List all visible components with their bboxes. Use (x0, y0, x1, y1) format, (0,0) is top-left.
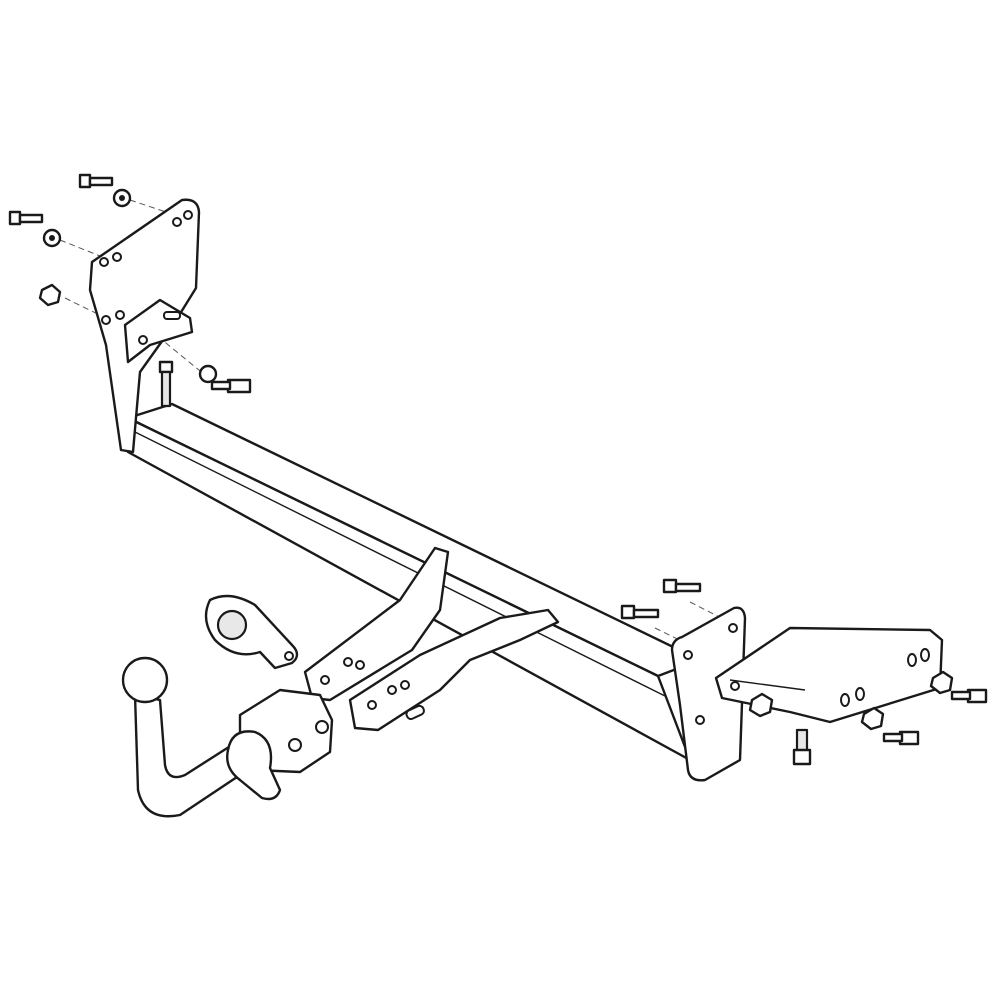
right-mounting-plate (670, 606, 747, 782)
nut (929, 670, 954, 695)
bolt (882, 730, 920, 746)
bolt (8, 210, 44, 226)
right-bracket (714, 626, 944, 724)
ball-mount-housing (226, 688, 334, 801)
bolt (158, 360, 174, 408)
washer (198, 364, 218, 384)
nut (38, 283, 62, 307)
swan-neck (133, 693, 242, 818)
bolts (8, 173, 988, 766)
left-small-bracket (123, 298, 194, 364)
nut (860, 706, 885, 731)
bolt (950, 688, 988, 704)
tow-ball (121, 656, 169, 704)
bolt (620, 604, 660, 620)
bolt (78, 173, 114, 189)
nut (748, 692, 774, 718)
bolt (210, 378, 252, 394)
bolt (662, 578, 702, 594)
nuts-and-washers (38, 188, 954, 731)
bolt (792, 728, 812, 766)
socket-plate (204, 594, 299, 670)
